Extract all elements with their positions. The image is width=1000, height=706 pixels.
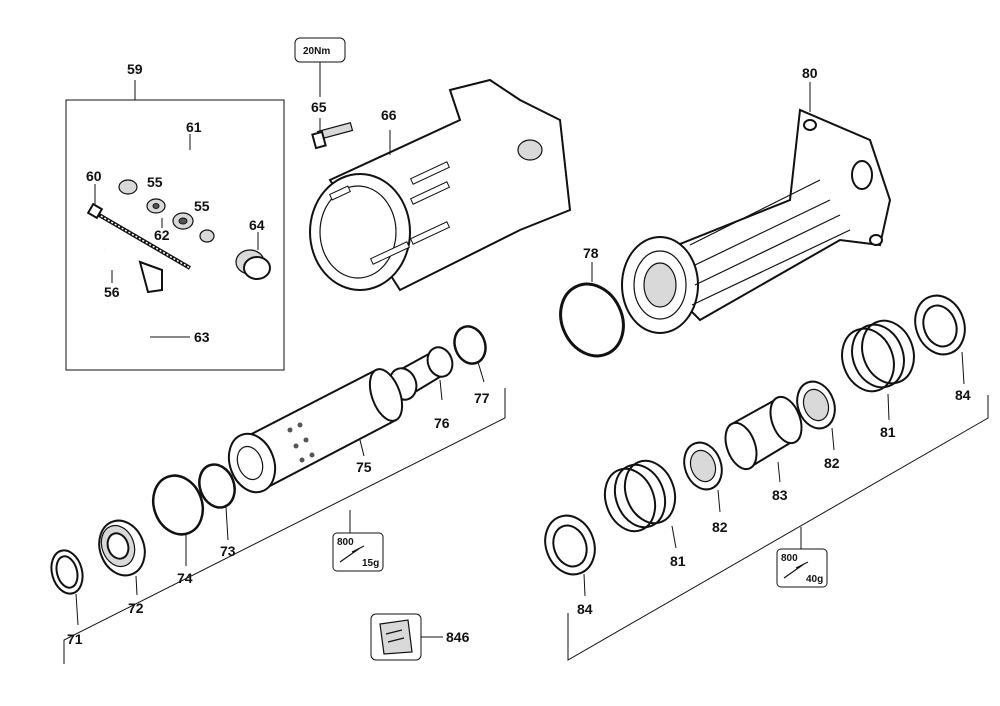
washer-82-left: 82 xyxy=(683,441,728,535)
label-81a: 81 xyxy=(670,553,686,569)
label-78: 78 xyxy=(583,245,599,261)
gear-housing: 80 xyxy=(621,65,892,334)
spring-81-left: 81 xyxy=(603,459,686,569)
label-84a: 84 xyxy=(577,601,593,617)
label-846: 846 xyxy=(446,629,470,645)
label-60: 60 xyxy=(86,168,102,184)
o-ring-78: 78 xyxy=(559,245,625,358)
right-assembly: 84 81 82 83 82 xyxy=(544,294,989,661)
label-65: 65 xyxy=(311,99,327,115)
washer-82-right: 82 xyxy=(796,380,840,471)
grease-box-40g: 800 40g xyxy=(776,527,828,588)
label-62: 62 xyxy=(154,227,170,243)
label-55b: 55 xyxy=(194,198,210,214)
retainer-84-right: 84 xyxy=(914,294,971,403)
label-80: 80 xyxy=(802,65,818,81)
motor-housing: 66 xyxy=(309,78,572,292)
grease-code-2: 800 xyxy=(781,553,798,564)
side-handle-kit: 59 61 60 62 55 55 64 56 63 xyxy=(65,61,285,371)
label-73: 73 xyxy=(220,543,236,559)
grease-code-1: 800 xyxy=(337,537,354,548)
label-82a: 82 xyxy=(712,519,728,535)
sleeve-83: 83 xyxy=(724,395,803,503)
label-72: 72 xyxy=(128,600,144,616)
label-64: 64 xyxy=(249,217,265,233)
label-81b: 81 xyxy=(880,424,896,440)
label-74: 74 xyxy=(177,570,193,586)
label-77: 77 xyxy=(474,390,490,406)
label-63: 63 xyxy=(194,329,210,345)
grease-box-15g: 800 15g xyxy=(332,510,384,572)
retainer-84-left: 84 xyxy=(544,514,596,617)
label-56: 56 xyxy=(104,284,120,300)
screw-group: 20Nm 65 xyxy=(294,37,354,150)
left-assembly: 77 76 75 73 74 800 15g xyxy=(50,325,506,664)
label-59: 59 xyxy=(127,61,143,77)
spring-81-right: 81 xyxy=(841,319,915,440)
grease-amount-2: 40g xyxy=(806,574,823,585)
bearing-72: 72 xyxy=(98,519,146,616)
label-84b: 84 xyxy=(955,387,971,403)
label-76: 76 xyxy=(434,415,450,431)
label-61: 61 xyxy=(186,119,202,135)
parts-bag-846: 846 xyxy=(370,613,470,661)
label-75: 75 xyxy=(356,459,372,475)
label-55a: 55 xyxy=(147,174,163,190)
label-82b: 82 xyxy=(824,455,840,471)
washer-71: 71 xyxy=(50,549,84,647)
label-71: 71 xyxy=(67,631,83,647)
kit-frame xyxy=(65,99,285,371)
torque-note: 20Nm xyxy=(303,46,330,57)
label-66: 66 xyxy=(381,107,397,123)
label-83: 83 xyxy=(772,487,788,503)
grease-amount-1: 15g xyxy=(362,558,379,569)
